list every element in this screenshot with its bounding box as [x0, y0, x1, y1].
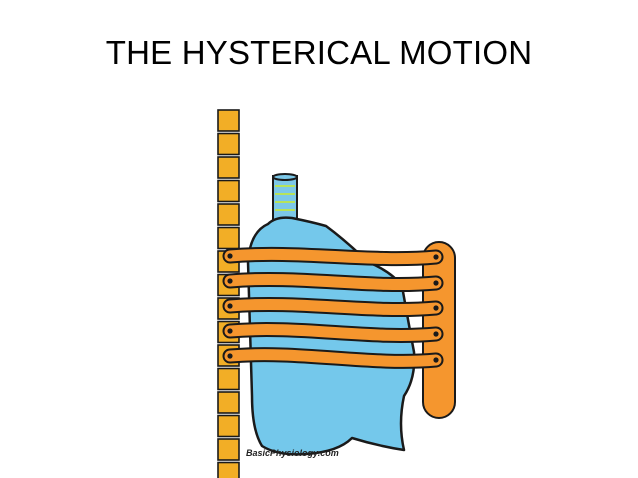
credit-text: BasicPhysiology.com	[246, 448, 339, 458]
slide-title: THE HYSTERICAL MOTION	[105, 34, 533, 71]
spine	[217, 109, 240, 478]
rib	[222, 246, 444, 267]
rib-joint	[227, 253, 233, 259]
rib	[222, 296, 444, 318]
rib-joint	[433, 331, 439, 337]
rib-joint	[227, 278, 233, 284]
vertebra	[217, 367, 240, 391]
trachea-top	[272, 173, 298, 181]
rib-joint	[433, 280, 439, 286]
trachea-rings	[275, 185, 295, 211]
vertebra	[217, 461, 240, 478]
vertebra	[217, 179, 240, 203]
rib	[222, 271, 444, 293]
vertebra	[217, 391, 240, 414]
vertebra	[217, 203, 240, 226]
rib	[222, 347, 444, 369]
trachea	[272, 173, 298, 223]
ribs	[222, 246, 444, 369]
vertebra	[217, 438, 240, 461]
vertebra	[217, 414, 240, 438]
vertebra	[217, 226, 240, 250]
vertebra	[217, 109, 240, 132]
vertebra	[217, 132, 240, 156]
rib-joint	[433, 254, 439, 260]
rib-joint	[227, 328, 233, 334]
vertebra	[217, 156, 240, 179]
trachea-tube	[272, 175, 298, 223]
rib-joint	[433, 357, 439, 363]
rib-joint	[227, 303, 233, 309]
rib	[222, 322, 444, 343]
rib-joint	[433, 305, 439, 311]
rib-joint	[227, 353, 233, 359]
